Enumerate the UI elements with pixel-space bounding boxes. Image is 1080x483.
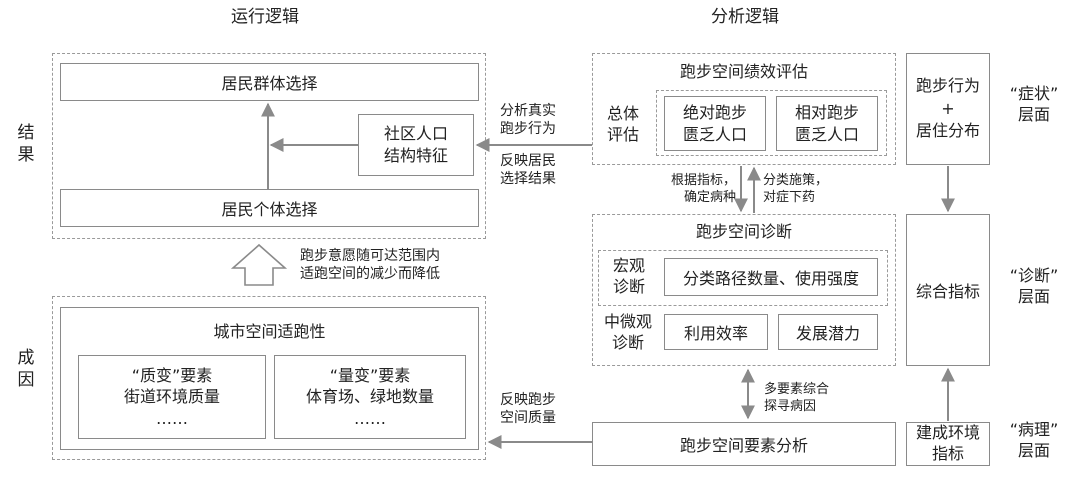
- pathology-level-label: “病理” 层面: [1009, 420, 1059, 460]
- community-structure-text: 社区人口 结构特征: [383, 123, 448, 165]
- absolute-lack-text: 绝对跑步 匮乏人口: [682, 102, 747, 144]
- hollow-up-arrow: [230, 243, 288, 286]
- evaluation-title: 跑步空间绩效评估: [679, 62, 808, 81]
- group-choice-text: 居民群体选择: [221, 74, 318, 93]
- running-behavior-text: 跑步行为 + 居住分布: [915, 76, 980, 141]
- analysis-logic-heading: 分析逻辑: [711, 7, 779, 27]
- macro-diag-group: [598, 250, 888, 306]
- built-env-index-text: 建成环境 指标: [915, 423, 980, 463]
- evaluation-panel: [592, 53, 896, 165]
- efficiency-text: 利用效率: [683, 324, 748, 343]
- multi-factor-label: 多要素综合 探寻病因: [764, 382, 830, 414]
- running-behavior-box: 跑步行为 + 居住分布: [906, 53, 990, 165]
- urban-suitability-title: 城市空间适跑性: [213, 322, 326, 341]
- efficiency-box: 利用效率: [664, 314, 768, 350]
- element-analysis-box: 跑步空间要素分析: [592, 422, 896, 466]
- composite-index-text: 综合指标: [915, 282, 980, 301]
- diagnosis-panel: [592, 214, 896, 366]
- potential-text: 发展潜力: [795, 324, 860, 343]
- potential-box: 发展潜力: [778, 314, 878, 350]
- relative-lack-box: 相对跑步 匮乏人口: [776, 96, 878, 151]
- classify-measures-label: 分类施策， 对症下药: [763, 173, 829, 205]
- overall-eval-group: [656, 90, 887, 156]
- micro-diag-label: 中微观 诊断: [603, 312, 652, 352]
- community-structure-box: 社区人口 结构特征: [358, 114, 474, 176]
- quantity-factors-box: “量变”要素 体育场、绿地数量 ……: [274, 355, 466, 439]
- diagnosis-level-label: “诊断” 层面: [1009, 266, 1059, 306]
- analyze-real-label: 分析真实 跑步行为: [500, 103, 556, 138]
- diagnosis-title: 跑步空间诊断: [695, 222, 792, 241]
- overall-eval-label: 总体 评估: [606, 104, 639, 144]
- path-count-box: 分类路径数量、使用强度: [664, 258, 878, 296]
- element-analysis-text: 跑步空间要素分析: [679, 436, 808, 455]
- reflect-choice-label: 反映居民 选择结果: [500, 153, 556, 188]
- built-env-index-box: 建成环境 指标: [906, 422, 990, 466]
- path-count-text: 分类路径数量、使用强度: [682, 269, 859, 288]
- quantity-factors-text: “量变”要素 体育场、绿地数量 ……: [305, 365, 434, 428]
- by-indicator-label: 根据指标， 确定病种: [670, 173, 736, 205]
- composite-index-box: 综合指标: [906, 214, 990, 366]
- result-label: 结 果: [17, 123, 35, 166]
- individual-choice-box: 居民个体选择: [60, 189, 479, 227]
- cause-panel: [52, 296, 486, 460]
- willingness-note: 跑步意愿随可达范围内 适跑空间的减少而降低: [300, 248, 440, 283]
- cause-label: 成 因: [17, 348, 35, 391]
- individual-choice-text: 居民个体选择: [221, 200, 318, 219]
- quality-factors-box: “质变”要素 街道环境质量 ……: [78, 355, 266, 439]
- macro-diag-label: 宏观 诊断: [612, 256, 645, 296]
- running-logic-heading: 运行逻辑: [231, 7, 299, 27]
- absolute-lack-box: 绝对跑步 匮乏人口: [664, 96, 766, 151]
- quality-factors-text: “质变”要素 街道环境质量 ……: [123, 365, 220, 428]
- relative-lack-text: 相对跑步 匮乏人口: [794, 102, 859, 144]
- symptom-level-label: “症状” 层面: [1009, 84, 1059, 124]
- group-choice-box: 居民群体选择: [60, 63, 479, 101]
- reflect-quality-label: 反映跑步 空间质量: [500, 392, 556, 427]
